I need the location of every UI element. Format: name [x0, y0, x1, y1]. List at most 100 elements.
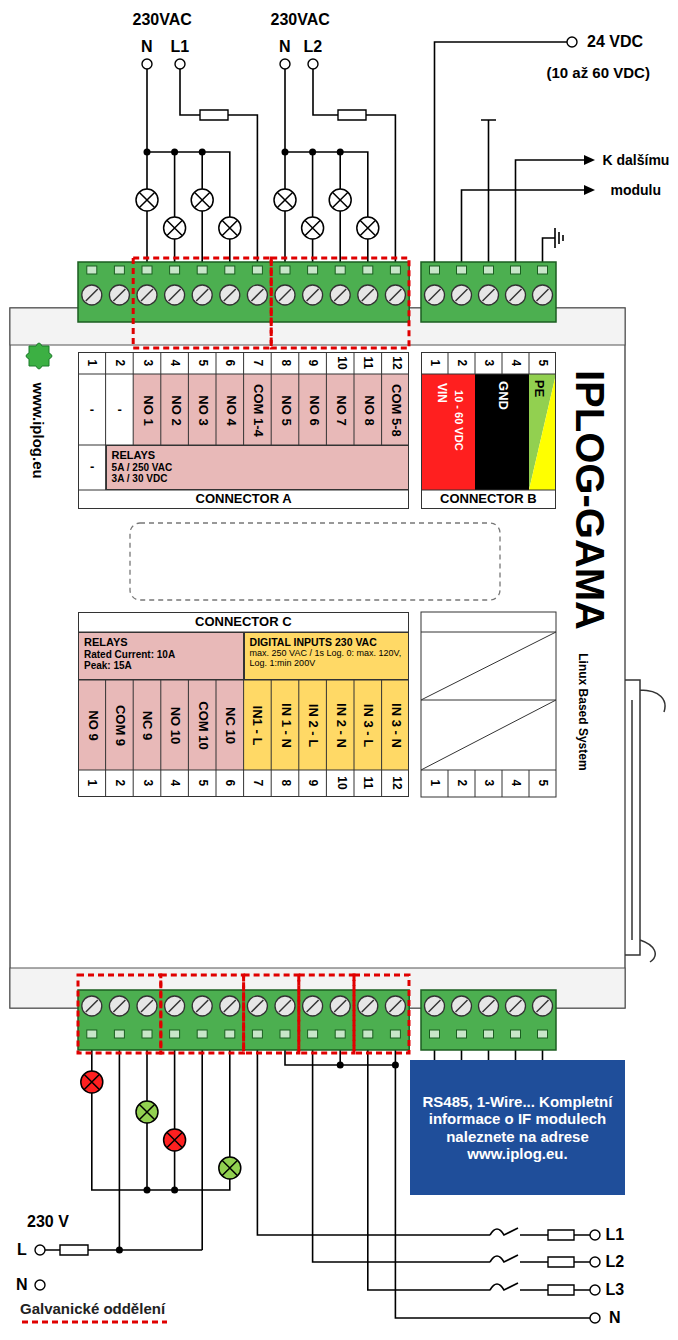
voltage-label: 230VAC	[133, 11, 192, 29]
open-terminal	[142, 59, 152, 69]
screw-slot	[196, 289, 208, 301]
input-rating-band: DIGITAL INPUTS 230 VACmax. 250 VAC / 1s …	[244, 632, 409, 680]
pin-number: 11	[361, 357, 375, 370]
pin-number: 12	[389, 356, 403, 369]
lamp-cross	[139, 192, 155, 208]
terminal-slot	[430, 1030, 440, 1038]
pin-number: 9	[306, 360, 320, 367]
terminal-screw	[109, 996, 129, 1016]
lamp-symbol	[219, 1157, 241, 1179]
terminal-slot	[511, 1030, 521, 1038]
terminal-slot	[308, 266, 318, 274]
terminal-screw	[425, 996, 445, 1016]
arrow-head	[584, 185, 595, 195]
screw-slot	[141, 289, 153, 301]
terminal-name: L3	[606, 1281, 625, 1299]
pin-number: 5	[195, 780, 209, 787]
lamp-symbol	[136, 1101, 158, 1123]
junction-dot	[144, 1187, 151, 1194]
terminal-screw	[109, 285, 129, 305]
open-terminal	[590, 1230, 600, 1240]
pin-number: 1	[85, 780, 99, 787]
terminal-screw	[358, 285, 378, 305]
terminal-slot	[335, 266, 345, 274]
terminal-screw	[137, 996, 157, 1016]
terminal-slot	[335, 1030, 345, 1038]
terminal-block	[421, 262, 556, 322]
terminal-name: N	[16, 1276, 28, 1294]
lamp-symbol	[136, 189, 158, 211]
pin-name: NO 9	[85, 710, 100, 740]
open-terminal	[35, 1245, 45, 1255]
terminal-slot	[280, 266, 290, 274]
lamp-symbol	[81, 1071, 103, 1093]
lamp-symbol	[329, 189, 351, 211]
logo-puzzle	[26, 343, 52, 369]
pe-cell-yellow	[529, 374, 556, 490]
legend-item: Galvanické oddělení	[20, 1300, 169, 1326]
pin-number: 6	[223, 780, 237, 787]
screw-slot	[141, 1000, 153, 1012]
terminal-slot	[225, 266, 235, 274]
voltage-range: (10 až 60 VDC)	[547, 64, 650, 81]
table-grid	[421, 632, 556, 797]
lamp-symbol	[302, 217, 324, 239]
terminal-slot	[538, 1030, 548, 1038]
terminal-screw	[506, 996, 526, 1016]
pin-number: 1	[427, 780, 441, 787]
pin-number: 4	[168, 360, 182, 367]
screw-slot	[429, 289, 441, 301]
pin-name: IN 3 - N	[388, 703, 403, 748]
terminal-screw	[452, 996, 472, 1016]
pin-number: 12	[389, 776, 403, 789]
pin-name: NC 9	[139, 710, 154, 740]
pin-name: IN 3 - L	[361, 703, 376, 746]
terminal-slot	[363, 266, 373, 274]
screw-slot	[279, 289, 291, 301]
terminal-block	[78, 262, 409, 322]
terminal-slot	[142, 1030, 152, 1038]
pin-name: NO 6	[305, 395, 320, 425]
connector-d-panel	[421, 612, 556, 797]
lamp-cross	[305, 220, 321, 236]
junction-dot	[171, 1187, 178, 1194]
relay-rating-band: RELAYSRated Current: 10A Peak: 15A	[78, 632, 244, 680]
note-text: K dalšímu	[603, 152, 670, 168]
terminal-screw	[385, 285, 405, 305]
pin-name: NO 2	[167, 395, 182, 425]
terminal-screw	[247, 996, 267, 1016]
pin-number: 10	[333, 356, 347, 369]
pin-name: COM 10	[195, 701, 210, 749]
screw-slot	[307, 289, 319, 301]
terminal-screw	[506, 285, 526, 305]
terminal-name: N	[609, 1309, 621, 1327]
pin-name: -	[117, 403, 121, 418]
pin-name: GND	[494, 381, 509, 410]
lamp-cross	[167, 220, 183, 236]
terminal-screw	[330, 996, 350, 1016]
open-terminal	[35, 1280, 45, 1290]
legend-swatch	[20, 1317, 169, 1326]
pin-name: VIN	[434, 383, 448, 403]
terminal-screw	[479, 285, 499, 305]
screw-slot	[224, 289, 236, 301]
terminal-screw	[82, 285, 102, 305]
connector-panel: CONNECTOR B	[421, 352, 556, 509]
lamp-symbol	[164, 1129, 186, 1151]
pin-name: -	[90, 460, 94, 475]
terminal-name: L1	[606, 1226, 625, 1244]
screw-slot	[169, 289, 181, 301]
voltage-label: 24 VDC	[587, 33, 643, 51]
generated-symbols	[78, 189, 556, 1179]
terminal-screw	[137, 285, 157, 305]
node-heading: CONNECTOR A	[196, 492, 292, 507]
pin-name: COM 9	[112, 704, 127, 745]
open-terminal	[280, 59, 290, 69]
screw-slot	[196, 1000, 208, 1012]
pin-number: 9	[306, 780, 320, 787]
terminal-screw	[165, 285, 185, 305]
junction-dot	[171, 149, 178, 156]
pin-number: 3	[481, 360, 495, 367]
terminal-slot	[87, 266, 97, 274]
lamp-symbol	[164, 217, 186, 239]
